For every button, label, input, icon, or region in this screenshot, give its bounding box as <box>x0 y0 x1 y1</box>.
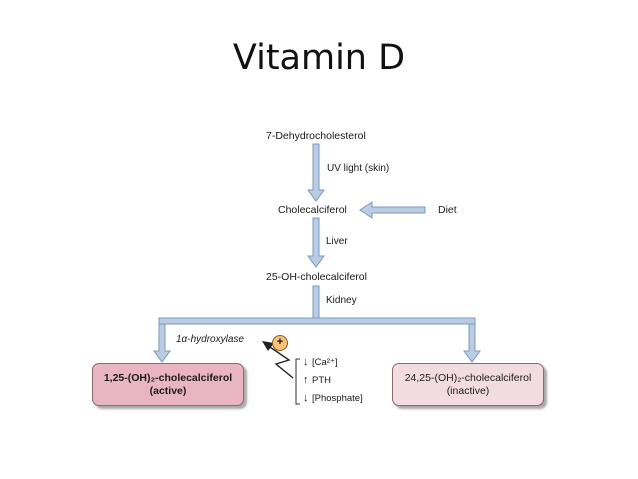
regulator-pth: ↑PTH <box>303 374 331 386</box>
node-active-calcitriol: 1,25-(OH)₂-cholecalciferol (active) <box>92 363 244 406</box>
label-kidney: Kidney <box>326 295 357 306</box>
slide-title: Vitamin D <box>232 38 406 78</box>
node-diet: Diet <box>438 204 457 216</box>
arrow-kidney-stem <box>312 285 320 319</box>
label-uv-light: UV light (skin) <box>327 163 390 174</box>
node-7-dehydrocholesterol: 7-Dehydrocholesterol <box>266 130 366 142</box>
arrow-diet <box>359 201 426 219</box>
regulator-calcium: ↓[Ca²⁺] <box>303 356 338 368</box>
arrow-left-branch <box>153 323 171 363</box>
node-inactive-metabolite: 24,25-(OH)₂-cholecalciferol (inactive) <box>392 363 544 406</box>
label-1-alpha-hydroxylase: 1α-hydroxylase <box>176 334 244 345</box>
down-arrow-icon: ↓ <box>303 356 309 368</box>
stimulation-arrow <box>269 346 294 379</box>
up-arrow-icon: ↑ <box>303 374 309 386</box>
arrow-right-branch <box>463 323 481 363</box>
node-25-oh-cholecalciferol: 25-OH-cholecalciferol <box>266 271 367 283</box>
down-arrow-icon: ↓ <box>303 392 309 404</box>
arrow-uv <box>307 143 325 202</box>
regulator-phosphate: ↓[Phosphate] <box>303 392 363 404</box>
node-cholecalciferol: Cholecalciferol <box>278 204 347 216</box>
arrow-liver <box>307 217 325 268</box>
stimulation-plus-icon: + <box>272 335 288 351</box>
regulator-bracket <box>295 358 300 405</box>
label-liver: Liver <box>326 236 348 247</box>
branch-bar <box>158 317 476 325</box>
